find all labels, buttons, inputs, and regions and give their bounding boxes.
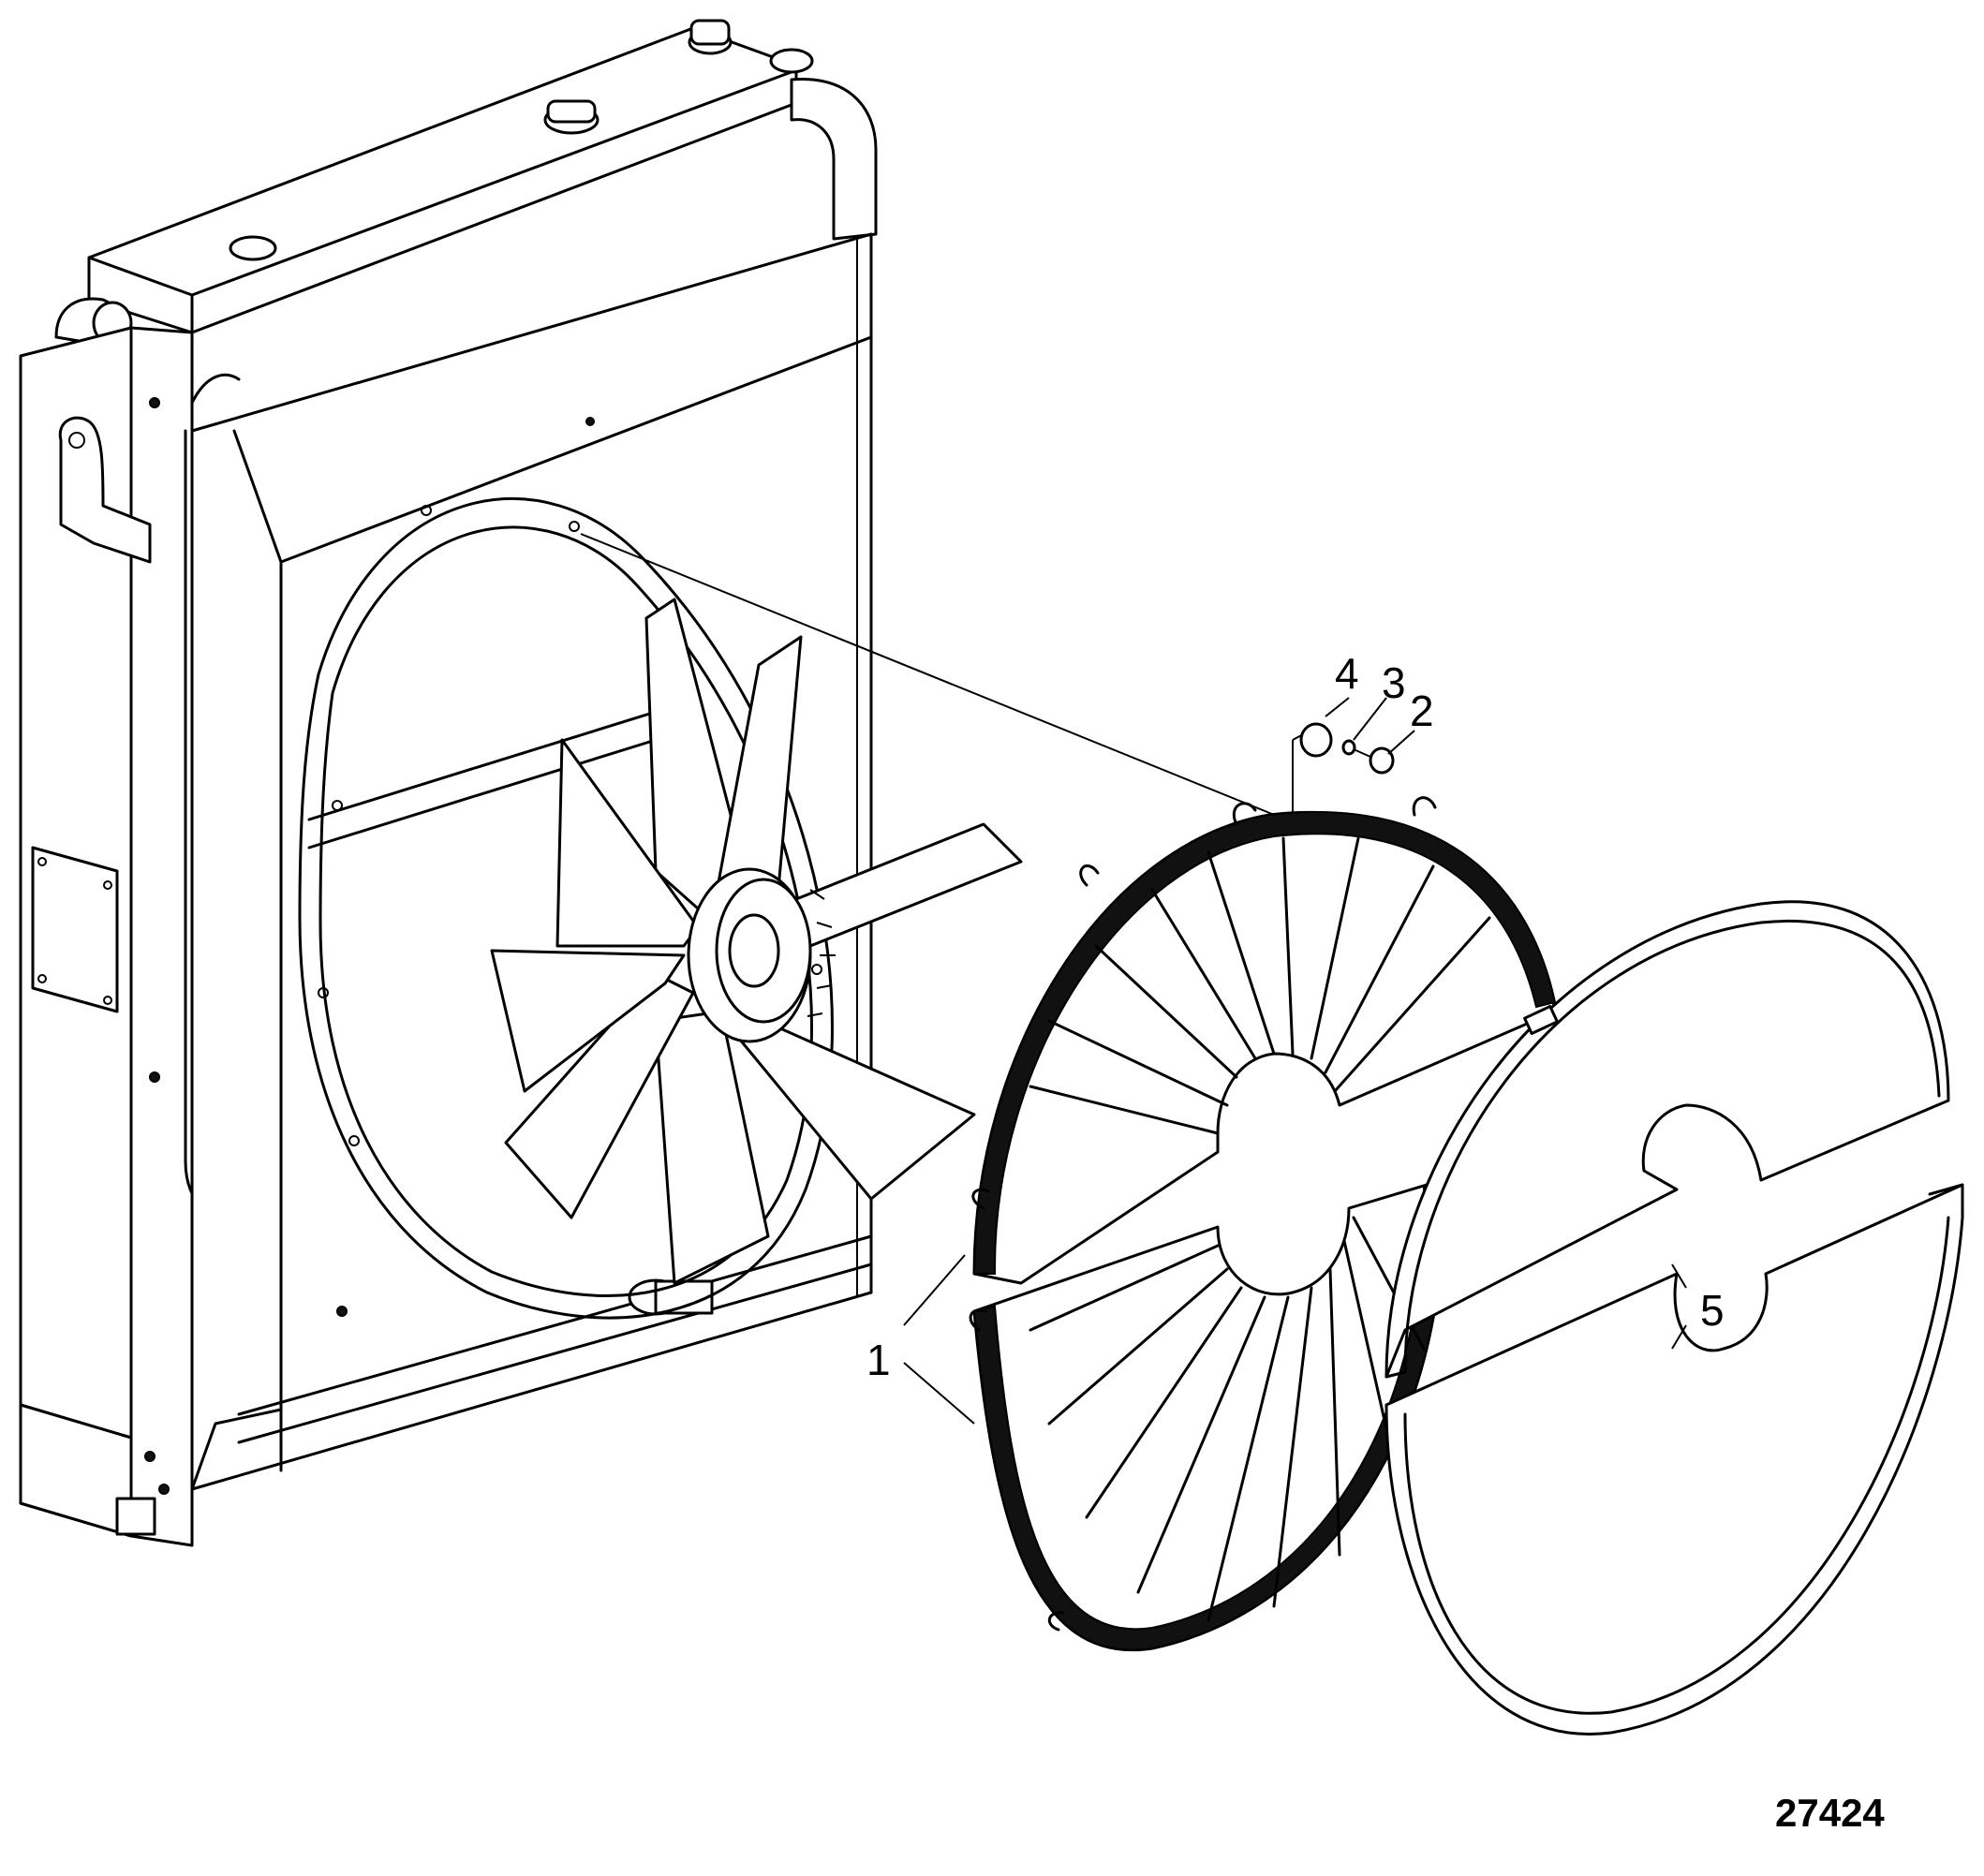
leader-lines [903, 697, 1687, 1425]
callout-3: 3 [1382, 658, 1406, 707]
screw-part [1369, 746, 1395, 775]
fan-guard-upper [971, 796, 1557, 1285]
callout-5: 5 [1700, 1286, 1725, 1335]
cover-lower [1384, 1183, 1964, 1736]
fan-guard-lower [969, 1178, 1445, 1652]
cover-upper [1384, 900, 1950, 1379]
hardware [1299, 722, 1395, 775]
guard-upper-spokes [1029, 836, 1491, 1135]
callout-4: 4 [1335, 649, 1359, 698]
callout-2: 2 [1410, 687, 1434, 735]
fan [490, 598, 1023, 1285]
spacer-part [1299, 722, 1333, 758]
guard-lower-spokes [1029, 1216, 1426, 1622]
callout-1: 1 [866, 1336, 891, 1384]
figure-number: 27424 [1775, 1791, 1885, 1835]
washer-part [1341, 739, 1356, 756]
